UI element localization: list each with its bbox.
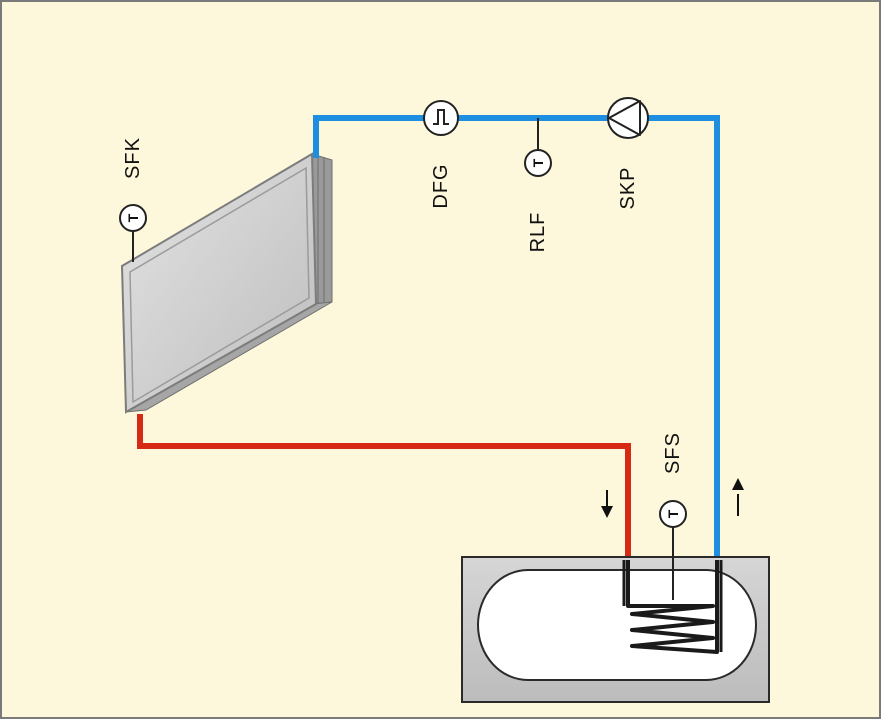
sensor-glyph: T [125,213,141,222]
cold-return-pipe [313,115,720,562]
sensor-glyph: T [530,158,546,167]
temperature-sensor-icon [119,204,147,232]
solar-collector [120,152,333,414]
return-sensor-label: RLF [527,212,549,253]
temperature-sensor-icon [659,500,687,528]
arrow-down-icon [601,490,613,518]
return-sensor: T RLF [524,118,552,253]
tank-vessel [477,569,757,681]
pump: SKP [607,97,649,210]
storage-sensor: T SFS [659,432,687,600]
flow-meter-label: DFG [430,163,452,208]
sensor-glyph: T [665,509,681,518]
collector-inner-frame [129,166,310,404]
hot-supply-pipe [137,414,631,562]
storage-sensor-label: SFS [662,432,684,474]
flow-meter-icon [423,100,459,136]
pump-label: SKP [617,166,639,209]
collector-sensor: T SFK [119,137,147,262]
arrow-up-icon [732,478,744,516]
flow-meter: DFG [423,100,459,209]
collector-face [120,152,318,414]
pump-icon [607,97,649,139]
storage-tank [461,556,770,703]
collector-sensor-label: SFK [122,137,144,179]
heat-exchanger-coil [626,560,719,654]
temperature-sensor-icon [524,149,552,177]
